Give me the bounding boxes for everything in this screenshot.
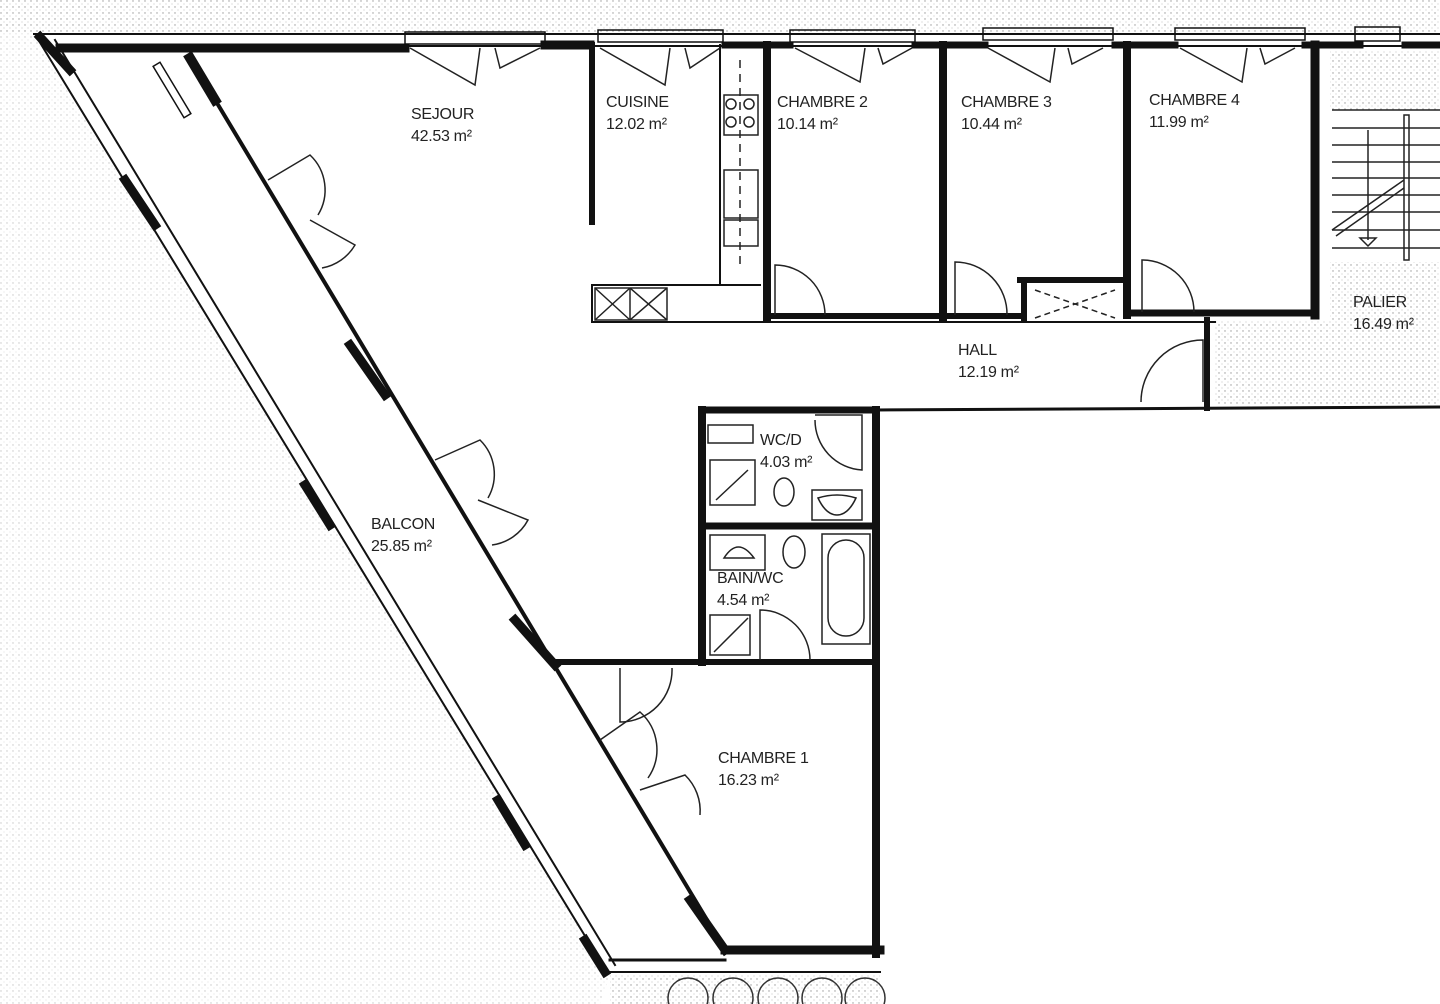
room-name: BAIN/WC — [717, 570, 784, 587]
room-area: 12.02 m² — [606, 116, 667, 133]
room-label-chambre-3: CHAMBRE 3 10.44 m² — [961, 92, 1052, 136]
room-name: CUISINE — [606, 94, 669, 111]
room-label-wc-d: WC/D 4.03 m² — [760, 430, 812, 474]
room-area: 4.54 m² — [717, 592, 770, 609]
landscape-circles — [667, 977, 886, 1004]
room-label-palier: PALIER 16.49 m² — [1353, 292, 1414, 336]
room-area: 16.23 m² — [718, 772, 779, 789]
room-name: WC/D — [760, 432, 802, 449]
room-area: 10.44 m² — [961, 116, 1022, 133]
room-label-hall: HALL 12.19 m² — [958, 340, 1019, 384]
room-area: 16.49 m² — [1353, 316, 1414, 333]
room-label-sejour: SEJOUR 42.53 m² — [411, 104, 474, 148]
room-area: 4.03 m² — [760, 454, 813, 471]
room-name: CHAMBRE 1 — [718, 750, 809, 767]
room-name: HALL — [958, 342, 997, 359]
room-name: SEJOUR — [411, 106, 475, 123]
room-name: CHAMBRE 3 — [961, 94, 1052, 111]
room-label-bain-wc: BAIN/WC 4.54 m² — [717, 568, 784, 612]
room-name: CHAMBRE 4 — [1149, 92, 1240, 109]
room-area: 12.19 m² — [958, 364, 1019, 381]
room-label-cuisine: CUISINE 12.02 m² — [606, 92, 669, 136]
walls — [33, 26, 1440, 979]
room-label-balcon: BALCON 25.85 m² — [371, 514, 435, 558]
room-name: PALIER — [1353, 294, 1407, 311]
room-area: 11.99 m² — [1149, 114, 1209, 131]
room-label-chambre-2: CHAMBRE 2 10.14 m² — [777, 92, 868, 136]
room-label-chambre-1: CHAMBRE 1 16.23 m² — [718, 748, 809, 792]
room-name: BALCON — [371, 516, 435, 533]
room-area: 42.53 m² — [411, 128, 472, 145]
room-label-chambre-4: CHAMBRE 4 11.99 m² — [1149, 90, 1240, 134]
room-name: CHAMBRE 2 — [777, 94, 868, 111]
room-area: 25.85 m² — [371, 538, 432, 555]
balcony-area — [34, 36, 725, 970]
room-area: 10.14 m² — [777, 116, 838, 133]
doors — [267, 47, 1296, 816]
fixtures — [594, 60, 1440, 656]
